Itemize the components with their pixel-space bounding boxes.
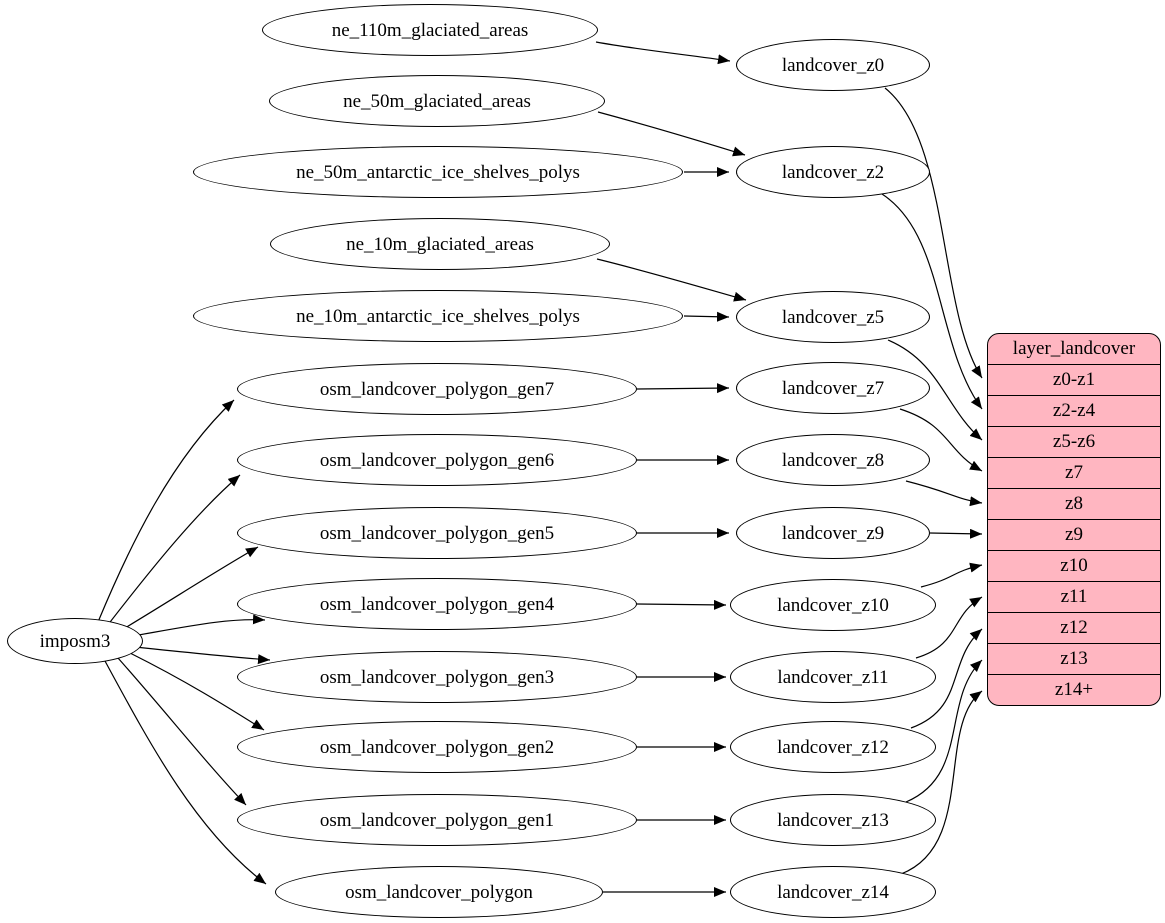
node-landcover_z7: landcover_z7 bbox=[736, 362, 930, 414]
record-row-z10: z10 bbox=[988, 550, 1160, 581]
node-label: ne_10m_glaciated_areas bbox=[346, 233, 534, 255]
record-row-z7: z7 bbox=[988, 457, 1160, 488]
record-row-z5-z6: z5-z6 bbox=[988, 426, 1160, 457]
record-row-z11: z11 bbox=[988, 581, 1160, 612]
node-ne_50m_antarctic_ice_shelves_polys: ne_50m_antarctic_ice_shelves_polys bbox=[193, 146, 683, 198]
node-osm_landcover_polygon_gen5: osm_landcover_polygon_gen5 bbox=[237, 507, 637, 559]
node-label: landcover_z7 bbox=[781, 377, 885, 399]
node-osm_landcover_polygon_gen6: osm_landcover_polygon_gen6 bbox=[237, 434, 637, 486]
node-label: landcover_z8 bbox=[781, 449, 885, 471]
node-ne_10m_glaciated_areas: ne_10m_glaciated_areas bbox=[270, 218, 610, 270]
node-osm_landcover_polygon_gen3: osm_landcover_polygon_gen3 bbox=[237, 651, 637, 703]
node-label: osm_landcover_polygon_gen1 bbox=[319, 809, 555, 831]
node-landcover_z10: landcover_z10 bbox=[730, 579, 936, 631]
node-landcover_z11: landcover_z11 bbox=[730, 651, 936, 703]
node-label: osm_landcover_polygon_gen3 bbox=[319, 666, 555, 688]
node-label: imposm3 bbox=[39, 630, 111, 652]
record-row-z8: z8 bbox=[988, 488, 1160, 519]
node-label: ne_10m_antarctic_ice_shelves_polys bbox=[296, 305, 580, 327]
node-label: ne_110m_glaciated_areas bbox=[331, 19, 529, 41]
node-landcover_z9: landcover_z9 bbox=[736, 507, 930, 559]
node-label: landcover_z2 bbox=[781, 161, 885, 183]
node-label: osm_landcover_polygon bbox=[345, 881, 533, 903]
node-landcover_z2: landcover_z2 bbox=[736, 146, 930, 198]
node-landcover_z13: landcover_z13 bbox=[730, 794, 936, 846]
record-row-z12: z12 bbox=[988, 612, 1160, 643]
node-landcover_z14: landcover_z14 bbox=[730, 866, 936, 918]
node-label: osm_landcover_polygon_gen5 bbox=[319, 522, 555, 544]
node-label: landcover_z0 bbox=[781, 54, 885, 76]
node-ne_50m_glaciated_areas: ne_50m_glaciated_areas bbox=[269, 75, 605, 127]
node-label: osm_landcover_polygon_gen7 bbox=[319, 378, 555, 400]
node-label: landcover_z12 bbox=[777, 736, 889, 758]
node-label: ne_50m_glaciated_areas bbox=[343, 90, 531, 112]
node-osm_landcover_polygon_gen1: osm_landcover_polygon_gen1 bbox=[237, 794, 637, 846]
node-label: landcover_z5 bbox=[781, 306, 885, 328]
node-label: landcover_z13 bbox=[777, 809, 889, 831]
node-landcover_z5: landcover_z5 bbox=[736, 291, 930, 343]
node-label: osm_landcover_polygon_gen2 bbox=[319, 736, 555, 758]
node-landcover_z8: landcover_z8 bbox=[736, 434, 930, 486]
node-landcover_z0: landcover_z0 bbox=[736, 39, 930, 91]
record-row-z13: z13 bbox=[988, 643, 1160, 674]
node-osm_landcover_polygon_gen4: osm_landcover_polygon_gen4 bbox=[237, 578, 637, 630]
node-label: landcover_z14 bbox=[777, 881, 889, 903]
node-label: landcover_z9 bbox=[781, 522, 885, 544]
record-row-z0-z1: z0-z1 bbox=[988, 364, 1160, 395]
node-label: osm_landcover_polygon_gen4 bbox=[319, 593, 555, 615]
node-label: landcover_z11 bbox=[777, 666, 889, 688]
node-ne_10m_antarctic_ice_shelves_polys: ne_10m_antarctic_ice_shelves_polys bbox=[193, 290, 683, 342]
node-osm_landcover_polygon: osm_landcover_polygon bbox=[275, 866, 603, 918]
node-label: ne_50m_antarctic_ice_shelves_polys bbox=[296, 161, 580, 183]
record-row-z2-z4: z2-z4 bbox=[988, 395, 1160, 426]
node-label: osm_landcover_polygon_gen6 bbox=[319, 449, 555, 471]
node-landcover_z12: landcover_z12 bbox=[730, 721, 936, 773]
node-osm_landcover_polygon_gen7: osm_landcover_polygon_gen7 bbox=[237, 363, 637, 415]
node-label: landcover_z10 bbox=[777, 594, 889, 616]
record-row-z9: z9 bbox=[988, 519, 1160, 550]
record-row-z14+: z14+ bbox=[988, 674, 1160, 705]
node-imposm3: imposm3 bbox=[7, 618, 143, 664]
node-osm_landcover_polygon_gen2: osm_landcover_polygon_gen2 bbox=[237, 721, 637, 773]
node-ne_110m_glaciated_areas: ne_110m_glaciated_areas bbox=[262, 4, 598, 56]
record-title: layer_landcover bbox=[1012, 338, 1136, 359]
